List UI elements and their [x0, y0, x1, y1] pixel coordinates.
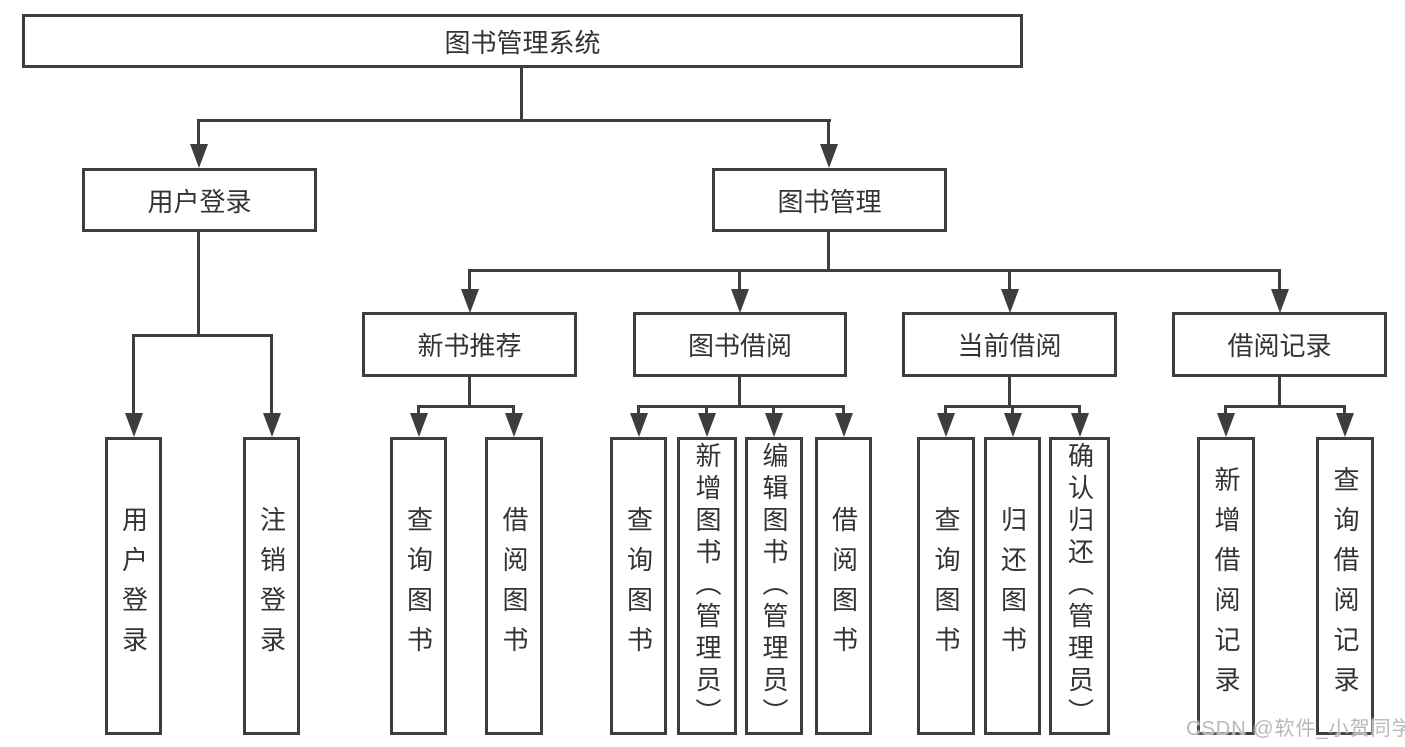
connector-new-book-recommend-horizontal	[417, 405, 515, 408]
arrow-down-icon	[124, 334, 143, 437]
leaf-confirm-return-admin-label: 确认归还（管理员）	[1064, 442, 1095, 730]
leaf-add-book-admin-label: 新增图书（管理员）	[692, 442, 722, 730]
leaf-edit-book-admin: 编辑图书（管理员）	[745, 437, 803, 735]
leaf-add-book-admin: 新增图书（管理员）	[677, 437, 737, 735]
arrow-down-icon	[764, 405, 783, 437]
arrow-down-icon	[460, 269, 479, 313]
leaf-add-borrow-record: 新增借阅记录	[1197, 437, 1255, 735]
leaf-logout-label: 注销登录	[256, 506, 287, 666]
arrow-down-icon	[819, 119, 838, 168]
leaf-confirm-return-admin: 确认归还（管理员）	[1049, 437, 1110, 735]
leaf-query-books-recommend-label: 查询图书	[403, 506, 434, 666]
connector-book-management-vertical	[827, 232, 830, 270]
node-user-login-label: 用户登录	[147, 186, 252, 217]
leaf-query-books-current-label: 查询图书	[931, 506, 961, 666]
connector-book-management-horizontal	[468, 269, 1280, 272]
connector-book-borrowing-vertical	[738, 377, 741, 406]
leaf-logout: 注销登录	[243, 437, 300, 735]
leaf-query-books-borrowing: 查询图书	[610, 437, 667, 735]
leaf-borrow-books-borrowing: 借阅图书	[815, 437, 872, 735]
csdn-watermark: CSDN @软件_小贺同学	[1186, 718, 1405, 740]
arrow-down-icon	[1270, 269, 1289, 313]
arrow-down-icon	[936, 405, 955, 437]
node-book-management: 图书管理	[712, 168, 947, 232]
arrow-down-icon	[1216, 405, 1235, 437]
leaf-user-login-label: 用户登录	[118, 506, 149, 666]
connector-borrowing-records-vertical	[1278, 377, 1281, 406]
arrow-down-icon	[629, 405, 648, 437]
arrow-down-icon	[262, 334, 281, 437]
connector-new-book-recommend-vertical	[468, 377, 471, 406]
connector-book-borrowing-horizontal	[637, 405, 844, 408]
leaf-query-borrow-record: 查询借阅记录	[1316, 437, 1374, 735]
node-book-management-label: 图书管理	[777, 186, 882, 217]
leaf-borrow-books-borrowing-label: 借阅图书	[828, 506, 859, 666]
node-book-borrowing: 图书借阅	[633, 312, 847, 377]
connector-user-login-vertical	[197, 232, 200, 335]
arrow-down-icon	[730, 269, 749, 313]
arrow-down-icon	[1070, 405, 1089, 437]
leaf-borrow-books-recommend: 借阅图书	[485, 437, 543, 735]
arrow-down-icon	[189, 119, 208, 168]
arrow-down-icon	[834, 405, 853, 437]
arrow-down-icon	[409, 405, 428, 437]
node-new-book-recommend-label: 新书推荐	[417, 331, 522, 361]
leaf-query-books-recommend: 查询图书	[390, 437, 447, 735]
leaf-query-borrow-record-label: 查询借阅记录	[1330, 466, 1360, 706]
connector-root-vertical	[520, 68, 523, 120]
node-current-borrowing: 当前借阅	[902, 312, 1117, 377]
leaf-return-book-label: 归还图书	[997, 506, 1028, 666]
leaf-add-borrow-record-label: 新增借阅记录	[1211, 466, 1241, 706]
leaf-return-book: 归还图书	[984, 437, 1041, 735]
leaf-edit-book-admin-label: 编辑图书（管理员）	[759, 442, 789, 730]
arrow-down-icon	[1000, 269, 1019, 313]
leaf-user-login: 用户登录	[105, 437, 162, 735]
connector-user-login-horizontal	[132, 334, 273, 337]
arrow-down-icon	[504, 405, 523, 437]
arrow-down-icon	[1003, 405, 1022, 437]
node-root-label: 图书管理系统	[444, 27, 601, 58]
node-borrowing-records-label: 借阅记录	[1227, 331, 1332, 361]
node-root: 图书管理系统	[22, 14, 1023, 68]
leaf-query-books-borrowing-label: 查询图书	[623, 506, 654, 666]
arrow-down-icon	[1335, 405, 1354, 437]
node-book-borrowing-label: 图书借阅	[687, 331, 792, 361]
connector-root-horizontal	[198, 119, 831, 122]
node-current-borrowing-label: 当前借阅	[957, 331, 1062, 361]
connector-borrowing-records-horizontal	[1225, 405, 1345, 408]
leaf-borrow-books-recommend-label: 借阅图书	[499, 506, 529, 666]
node-user-login: 用户登录	[82, 168, 317, 232]
node-new-book-recommend: 新书推荐	[362, 312, 577, 377]
arrow-down-icon	[697, 405, 716, 437]
node-borrowing-records: 借阅记录	[1172, 312, 1387, 377]
leaf-query-books-current: 查询图书	[917, 437, 975, 735]
connector-current-borrowing-vertical	[1008, 377, 1011, 406]
